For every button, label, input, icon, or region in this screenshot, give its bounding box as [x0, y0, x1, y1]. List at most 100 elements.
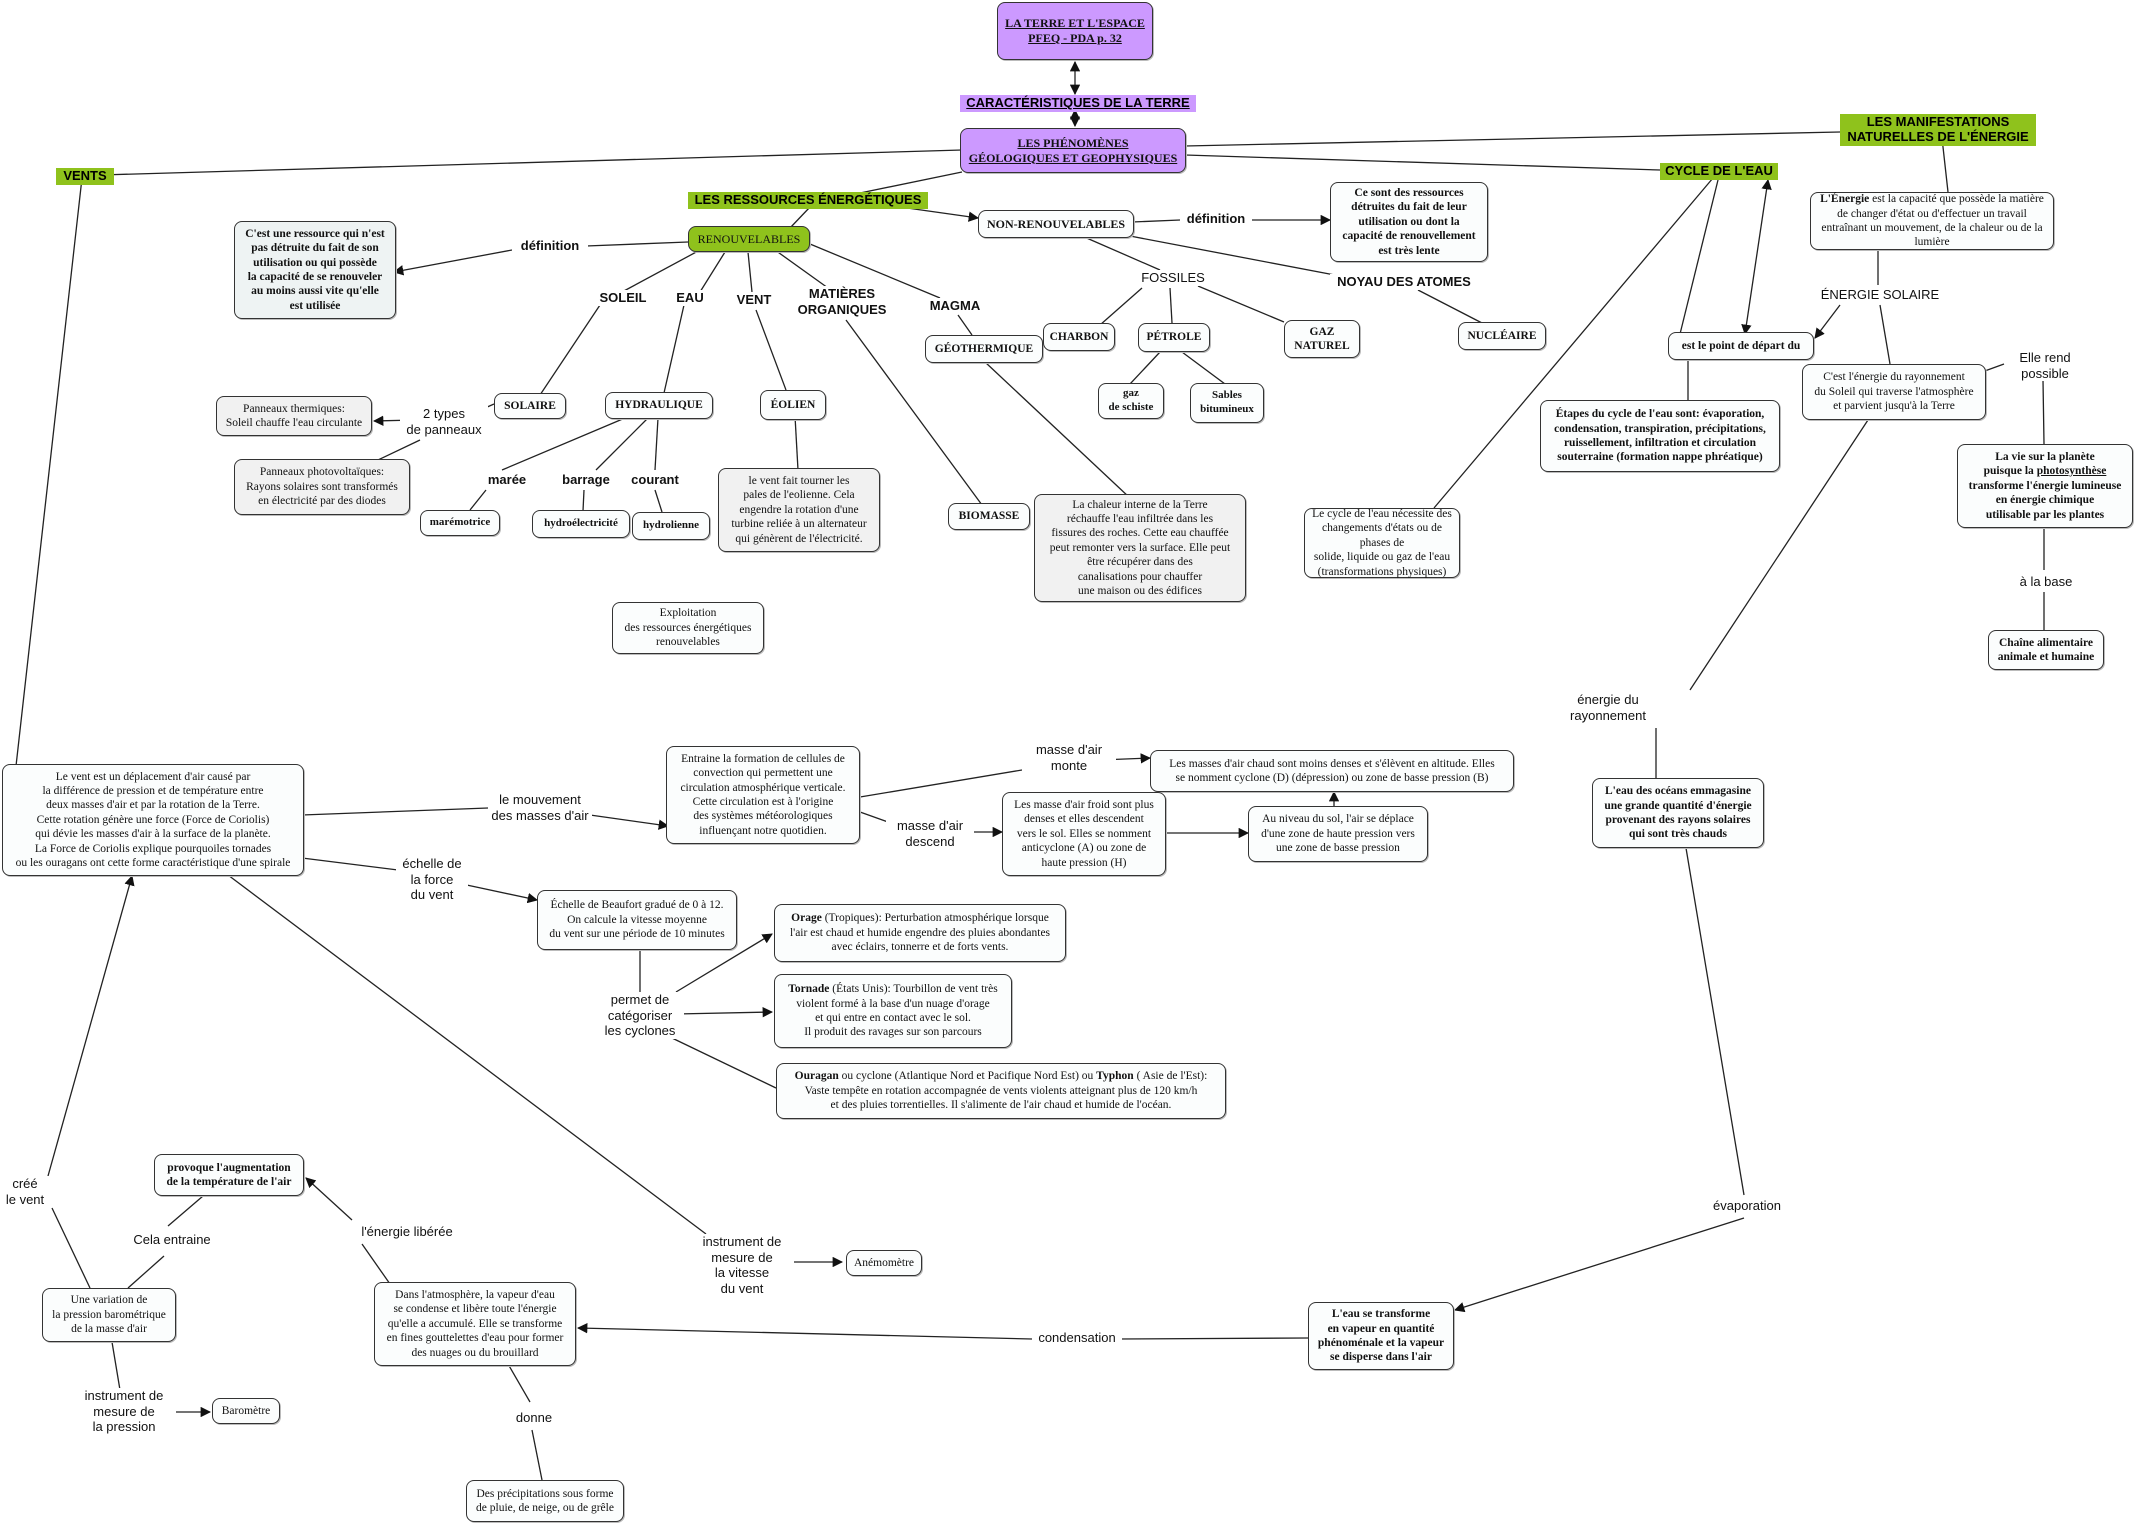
link-categoriser-ouragan [671, 1037, 777, 1089]
link-nonrenouv-def-a [1131, 219, 1181, 223]
label-condensation: condensation [1032, 1330, 1122, 1346]
node-ressources[interactable]: LES RESSOURCES ÉNERGÉTIQUES [688, 192, 928, 209]
node-gaz-schiste[interactable]: gaz de schiste [1098, 383, 1164, 419]
node-cycle-desc[interactable]: Le cycle de l'eau nécessite des changeme… [1304, 508, 1460, 578]
link-renouv-soleil [621, 249, 701, 293]
node-biomasse[interactable]: BIOMASSE [948, 503, 1030, 530]
node-point-depart[interactable]: est le point de départ du [1668, 332, 1814, 360]
node-geothermique[interactable]: GÉOTHERMIQUE [925, 335, 1043, 363]
node-augmentation[interactable]: provoque l'augmentation de la températur… [154, 1154, 304, 1196]
node-panneaux-thermiques[interactable]: Panneaux thermiques: Soleil chauffe l'ea… [216, 396, 372, 436]
label-courant: courant [622, 472, 688, 488]
node-petrole[interactable]: PÉTROLE [1138, 323, 1210, 352]
node-niveau-sol[interactable]: Au niveau du sol, l'air se déplace d'une… [1248, 806, 1428, 862]
node-renouvelables[interactable]: RENOUVELABLES [688, 226, 810, 252]
label-eau: EAU [670, 290, 710, 306]
label-fossiles: FOSSILES [1134, 270, 1212, 286]
node-charbon[interactable]: CHARBON [1043, 323, 1115, 351]
node-ouragan[interactable]: Ouragan ou cyclone (Atlantique Nord et P… [776, 1063, 1226, 1119]
node-manifestations[interactable]: LES MANIFESTATIONS NATURELLES DE L'ÉNERG… [1840, 114, 2036, 146]
link-barrage-hydroelec [582, 489, 585, 512]
ouragan-term: Ouragan [794, 1070, 839, 1083]
link-vent-echelle-a [301, 857, 399, 871]
link-condense-liberee [361, 1243, 391, 1285]
node-hydrolienne[interactable]: hydrolienne [632, 512, 710, 540]
label-definition-2: définition [1180, 211, 1252, 227]
link-magma-geothermique [957, 314, 973, 336]
link-fossiles-charbon [1099, 287, 1143, 326]
node-eolien[interactable]: ÉOLIEN [760, 390, 826, 420]
node-hydroelectricite[interactable]: hydroélectricité [532, 510, 630, 538]
node-exploitation[interactable]: Exploitation des ressources énergétiques… [612, 602, 764, 654]
node-def-renouvelable[interactable]: C'est une ressource qui n'est pas détrui… [234, 221, 396, 319]
label-energie-rayonnement: énergie du rayonnement [1556, 692, 1660, 724]
label-descend: masse d'air descend [886, 818, 974, 850]
node-masses-chaud[interactable]: Les masses d'air chaud sont moins denses… [1150, 750, 1514, 792]
node-panneaux-photo[interactable]: Panneaux photovoltaïques: Rayons solaire… [234, 459, 410, 515]
label-monte: masse d'air monte [1022, 742, 1116, 774]
label-categoriser: permet de catégoriser les cyclones [596, 992, 684, 1039]
node-oceans[interactable]: L'eau des océans emmagasine une grande q… [1592, 778, 1764, 848]
link-matieres-biomasse [845, 319, 983, 506]
node-non-renouvelables[interactable]: NON-RENOUVELABLES [978, 210, 1134, 238]
node-energie-def[interactable]: L'Énergie est la capacité que possède la… [1810, 192, 2054, 250]
label-cree-vent: créé le vent [0, 1176, 50, 1208]
label-instrument-pression: instrument de mesure de la pression [72, 1388, 176, 1435]
link-hydraulique-maree [501, 417, 626, 471]
link-renouv-vent [747, 251, 753, 293]
label-barrage: barrage [552, 472, 620, 488]
label-echelle: échelle de la force du vent [396, 856, 468, 903]
node-geothermie-desc[interactable]: La chaleur interne de la Terre réchauffe… [1034, 494, 1246, 602]
node-etapes-cycle[interactable]: Étapes du cycle de l'eau sont: évaporati… [1540, 400, 1780, 472]
link-vent-mouvement-a [301, 807, 489, 816]
link-cycle-depart [1741, 178, 1772, 336]
node-nucleaire[interactable]: NUCLÉAIRE [1458, 322, 1546, 350]
node-precipitations[interactable]: Des précipitations sous forme de pluie, … [466, 1480, 624, 1522]
node-phenomenes[interactable]: LES PHÉNOMÈNES GÉOLOGIQUES ET GEOPHYSIQU… [960, 128, 1186, 173]
node-barometre[interactable]: Baromètre [212, 1398, 280, 1424]
node-tornade[interactable]: Tornade (États Unis): Tourbillon de vent… [774, 974, 1012, 1048]
node-vie-planete[interactable]: La vie sur la planète puisque la photosy… [1957, 444, 2133, 528]
link-fossiles-gaz [1197, 285, 1285, 323]
link-vent-mouvement-b [589, 814, 670, 830]
node-orage[interactable]: Orage (Tropiques): Perturbation atmosphé… [774, 904, 1066, 962]
label-evaporation: évaporation [1700, 1198, 1794, 1214]
energie-def-term: L'Énergie [1820, 193, 1870, 206]
node-cycle-eau[interactable]: CYCLE DE L'EAU [1660, 163, 1778, 180]
orage-text: (Tropiques): Perturbation atmosphérique … [789, 912, 1051, 954]
link-ellerend-vie [2042, 379, 2045, 445]
link-liberee-augmentation [305, 1177, 353, 1221]
label-deux-types: 2 types de panneaux [400, 406, 488, 438]
link-hydraulique-courant [654, 417, 659, 471]
link-ressources-renouvelables [789, 206, 811, 229]
node-gaz-naturel[interactable]: GAZ NATUREL [1284, 320, 1360, 358]
node-maremotrice[interactable]: marémotrice [420, 510, 500, 536]
node-def-non-renouvelable[interactable]: Ce sont des ressources détruites du fait… [1330, 182, 1488, 262]
node-energie-solaire-desc[interactable]: C'est l'énergie du rayonnement du Soleil… [1802, 364, 1986, 420]
vie-planete-photosynthese: photosynthèse [2036, 465, 2107, 478]
link-nonrenouv-noyau [1129, 235, 1341, 277]
node-chaine[interactable]: Chaîne alimentaire animale et humaine [1988, 630, 2104, 670]
node-anemometre[interactable]: Anémomètre [846, 1250, 922, 1276]
link-vapeur-condensation [1117, 1337, 1309, 1340]
node-caracteristiques[interactable]: CARACTÉRISTIQUES DE LA TERRE [960, 95, 1196, 112]
link-solaire-depart [1814, 304, 1841, 339]
node-masses-froid[interactable]: Les masse d'air froid sont plus denses e… [1002, 792, 1166, 876]
label-energie-solaire: ÉNERGIE SOLAIRE [1814, 287, 1946, 303]
node-eau-vapeur[interactable]: L'eau se transforme en vapeur en quantit… [1308, 1302, 1454, 1370]
node-vapeur-condense[interactable]: Dans l'atmosphère, la vapeur d'eau se co… [374, 1282, 576, 1366]
node-sables[interactable]: Sables bitumineux [1190, 383, 1264, 423]
node-cellules[interactable]: Entraine la formation de cellules de con… [666, 746, 860, 844]
link-variation-instrument [111, 1341, 121, 1391]
node-vent-def[interactable]: Le vent est un déplacement d'air causé p… [2, 764, 304, 876]
node-beaufort[interactable]: Échelle de Beaufort gradué de 0 à 12. On… [537, 890, 737, 950]
node-eolien-desc[interactable]: le vent fait tourner les pales de l'eoli… [718, 468, 880, 552]
ouragan-text-a: ou cyclone (Atlantique Nord et Pacifique… [838, 1070, 1097, 1083]
node-variation[interactable]: Une variation de la pression barométriqu… [42, 1288, 176, 1342]
label-vent: VENT [730, 292, 778, 308]
node-hydraulique[interactable]: HYDRAULIQUE [605, 392, 713, 419]
label-elle-rend: Elle rend possible [2006, 350, 2084, 382]
node-vents[interactable]: VENTS [56, 168, 114, 185]
node-solaire[interactable]: SOLAIRE [494, 393, 566, 419]
node-terre-espace[interactable]: LA TERRE ET L'ESPACE PFEQ - PDA p. 32 [997, 2, 1153, 60]
